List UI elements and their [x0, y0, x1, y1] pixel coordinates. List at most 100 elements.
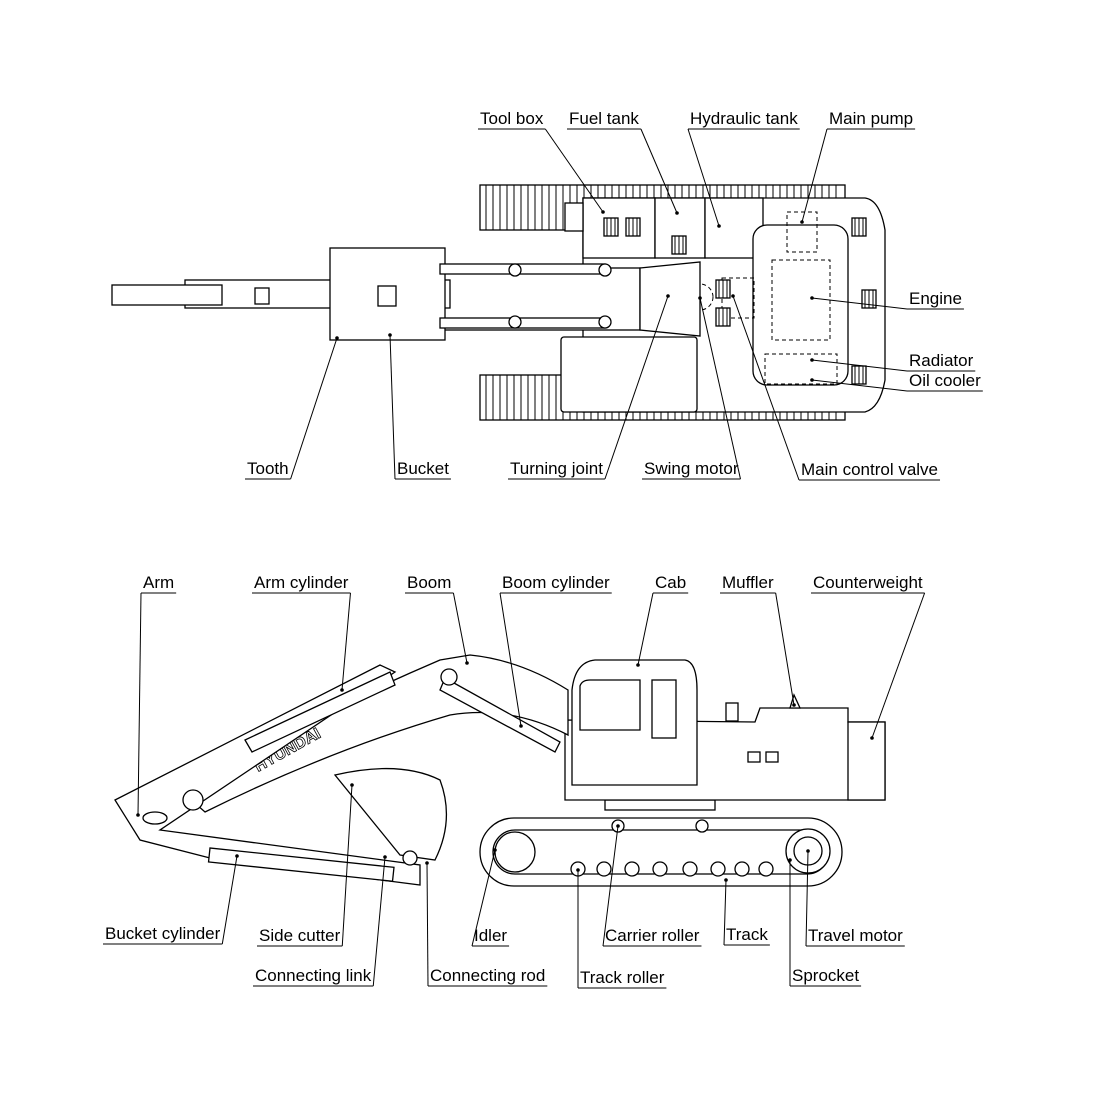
main-pump-outline: [786, 211, 818, 253]
pin: [598, 263, 612, 277]
leader-dot: [136, 813, 140, 817]
track-roller: [710, 861, 726, 877]
leader-line: [811, 297, 908, 310]
leader-dot: [425, 861, 429, 865]
step-block: [564, 202, 584, 232]
leader-dot: [675, 211, 679, 215]
radiator-outline: [764, 353, 838, 385]
label-tool-box: Tool box: [480, 109, 544, 128]
track-roller: [734, 861, 750, 877]
arm-bracket: [377, 285, 397, 307]
engine-cover: [752, 224, 849, 386]
leader-dot: [666, 294, 670, 298]
callout-boom-cylinder: Boom cylinder: [499, 573, 612, 728]
callout-counterweight: Counterweight: [811, 573, 926, 740]
leader-line: [471, 849, 496, 947]
leader-dot: [340, 688, 344, 692]
boom-cylinder-top-upper: [439, 263, 606, 275]
label-cab: Cab: [655, 573, 686, 592]
callout-cab: Cab: [636, 573, 689, 667]
boom-cylinder: [439, 677, 561, 753]
label-muffler: Muffler: [722, 573, 774, 592]
callout-tool-box: Tool box: [478, 109, 605, 214]
leader-dot: [616, 824, 620, 828]
label-connecting-rod: Connecting rod: [430, 966, 545, 985]
label-bucket: Bucket: [397, 459, 449, 478]
track-roller: [758, 861, 774, 877]
leader-dot: [810, 378, 814, 382]
callout-track-roller: Track roller: [576, 868, 667, 989]
pin: [598, 315, 612, 329]
label-arm: Arm: [143, 573, 174, 592]
cover-latch: [765, 751, 779, 763]
leader-dot: [636, 663, 640, 667]
callout-connecting-rod: Connecting rod: [425, 861, 548, 987]
side-view-drawing: HYUNDAI: [114, 654, 886, 887]
callout-tooth: Tooth: [245, 336, 339, 480]
leader-dot: [792, 703, 796, 707]
label-arm-cylinder: Arm cylinder: [254, 573, 349, 592]
callout-sprocket: Sprocket: [788, 858, 862, 987]
leader-line: [805, 850, 809, 947]
callout-idler: Idler: [471, 848, 510, 947]
callout-bucket: Bucket: [388, 333, 451, 480]
label-fuel-tank: Fuel tank: [569, 109, 639, 128]
label-tooth: Tooth: [247, 459, 289, 478]
callout-connecting-link: Connecting link: [253, 855, 387, 987]
leader-line: [544, 128, 604, 213]
callout-arm: Arm: [136, 573, 177, 817]
pin: [508, 315, 522, 329]
callout-hydraulic-tank: Hydraulic tank: [687, 109, 800, 228]
leader-line: [452, 592, 468, 664]
callout-carrier-roller: Carrier roller: [602, 824, 702, 947]
control-valve-outline: [721, 277, 755, 319]
label-hydraulic-tank: Hydraulic tank: [690, 109, 798, 128]
leader-line: [604, 295, 669, 480]
track-roller: [652, 861, 668, 877]
callout-track: Track: [723, 878, 770, 946]
label-idler: Idler: [474, 926, 507, 945]
label-side-cutter: Side cutter: [259, 926, 341, 945]
label-main-control-valve: Main control valve: [801, 460, 938, 479]
leader-dot: [335, 336, 339, 340]
callout-oil-cooler: Oil cooler: [810, 371, 983, 392]
leader-dot: [788, 858, 792, 862]
leader-line: [341, 784, 353, 947]
leader-dot: [601, 210, 605, 214]
leader-line: [372, 856, 386, 987]
callout-travel-motor: Travel motor: [805, 849, 905, 947]
leader-line: [602, 825, 619, 947]
leader-line: [426, 862, 429, 987]
leader-dot: [519, 724, 523, 728]
counterweight-block: [847, 721, 886, 801]
air-intake: [725, 702, 739, 722]
leader-dot: [800, 220, 804, 224]
leader-dot: [235, 854, 239, 858]
pin: [182, 789, 204, 811]
boom-cylinder-top-lower: [439, 317, 606, 329]
arm-tip-top: [111, 284, 223, 306]
pin: [402, 850, 418, 866]
leader-line: [732, 295, 800, 481]
label-oil-cooler: Oil cooler: [909, 371, 981, 390]
callout-arm-cylinder: Arm cylinder: [252, 573, 351, 692]
callout-main-pump: Main pump: [800, 109, 916, 224]
cab-side-window: [651, 679, 677, 739]
leader-line: [221, 855, 238, 945]
label-track-roller: Track roller: [580, 968, 665, 987]
leader-dot: [717, 224, 721, 228]
leader-dot: [870, 736, 874, 740]
leader-line: [389, 334, 396, 480]
track-roller: [624, 861, 640, 877]
leader-dot: [698, 296, 702, 300]
callout-turning-joint: Turning joint: [508, 294, 670, 480]
boom-foot-top: [639, 261, 701, 337]
label-sprocket: Sprocket: [792, 966, 859, 985]
bucket-cylinder: [207, 847, 395, 882]
callout-fuel-tank: Fuel tank: [567, 109, 679, 215]
leader-line: [290, 337, 338, 480]
arm-bracket: [254, 287, 270, 305]
swing-motor: [686, 283, 714, 311]
label-radiator: Radiator: [909, 351, 974, 370]
